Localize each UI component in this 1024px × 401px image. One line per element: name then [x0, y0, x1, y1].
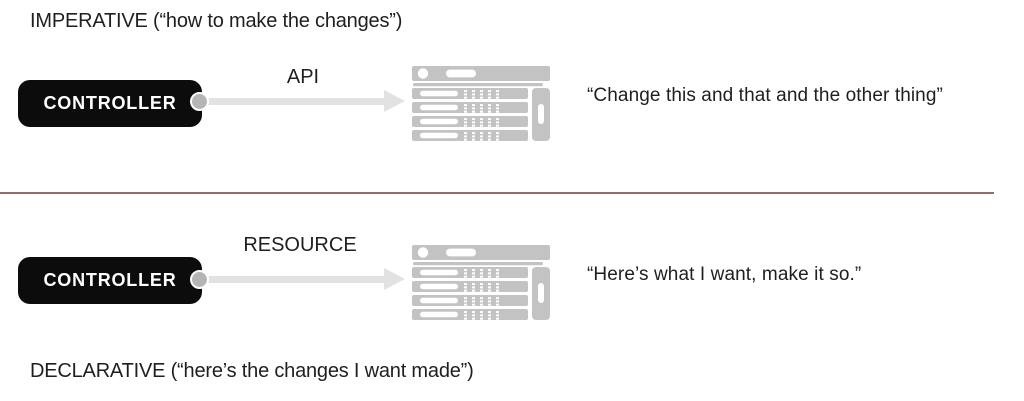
arrow-label-resource: RESOURCE	[243, 234, 357, 256]
right-arrow-head-icon	[384, 268, 405, 290]
controller-label: CONTROLLER	[43, 270, 177, 290]
server-rack-icon	[412, 66, 550, 141]
declarative-quote: “Here’s what I want, make it so.”	[587, 264, 862, 285]
imperative-section-title: IMPERATIVE (“how to make the changes”)	[30, 10, 403, 32]
right-arrow-shaft	[205, 98, 385, 105]
connector-dot-icon	[190, 92, 209, 111]
controller-node-imperative: CONTROLLER	[18, 80, 202, 127]
connector-dot-icon	[190, 270, 209, 289]
arrow-label-api: API	[286, 66, 320, 88]
controller-node-declarative: CONTROLLER	[18, 257, 202, 304]
server-rack-icon	[412, 245, 550, 320]
controller-label: CONTROLLER	[43, 93, 177, 113]
section-divider	[0, 192, 994, 194]
right-arrow-shaft	[205, 276, 385, 283]
declarative-section-title: DECLARATIVE (“here’s the changes I want …	[30, 360, 474, 382]
imperative-quote: “Change this and that and the other thin…	[587, 85, 943, 106]
right-arrow-head-icon	[384, 90, 405, 112]
